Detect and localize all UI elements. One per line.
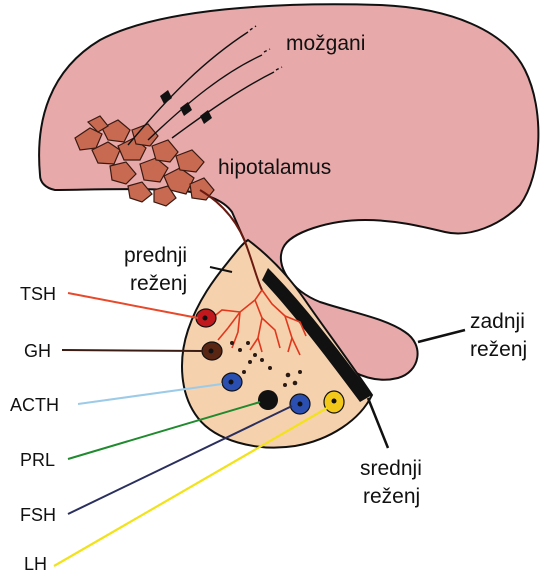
hormone-label-prl: PRL	[20, 450, 55, 470]
hormone-label-lh: LH	[24, 554, 47, 574]
tsh-line	[68, 293, 198, 318]
posterior-lobe-label-2: reženj	[470, 338, 527, 361]
lh-line	[54, 408, 327, 566]
fsh-line	[68, 406, 292, 514]
anterior-lobe-label-1: prednji	[124, 244, 187, 267]
hormone-label-gh: GH	[24, 341, 51, 361]
hormone-label-acth: ACTH	[10, 395, 59, 415]
hormone-label-fsh: FSH	[20, 505, 56, 525]
hormone-label-tsh: TSH	[20, 284, 56, 304]
posterior-lobe-label-1: zadnji	[470, 310, 525, 333]
prl-cell	[258, 390, 278, 410]
intermediate-pointer	[368, 398, 388, 448]
hypothalamus-label: hipotalamus	[218, 156, 331, 179]
brain-label: možgani	[286, 32, 365, 55]
intermediate-lobe-label-1: srednji	[360, 457, 422, 480]
gh-line	[62, 350, 203, 351]
posterior-pointer	[418, 330, 465, 342]
anterior-lobe-label-2: reženj	[130, 272, 187, 295]
intermediate-lobe-label-2: reženj	[363, 485, 420, 508]
